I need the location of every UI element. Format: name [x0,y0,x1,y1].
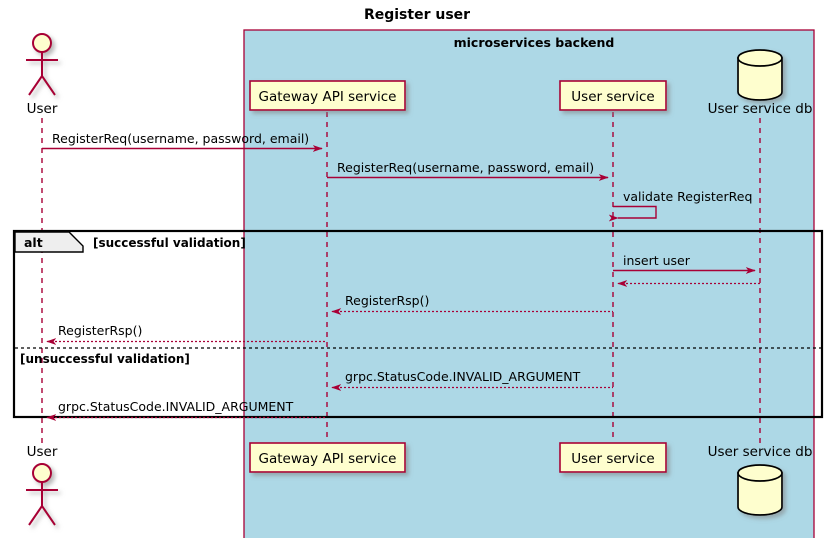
actor-user-top-label: User [27,101,58,117]
lifelines [41,112,761,447]
participant-user-service-bottom-label: User service [571,451,654,467]
message-label: grpc.StatusCode.INVALID_ARGUMENT [345,369,581,384]
database-cylinder-top-icon[interactable] [737,464,783,482]
actor-leg-left-icon [28,75,43,96]
actor-head-icon [32,463,52,483]
message-register-req-gateway-to-user-service: RegisterReq(username, password, email) [327,160,609,181]
actor-head-icon [32,33,52,53]
message-label: validate RegisterReq [623,189,752,204]
database-user-service-db-bottom[interactable] [737,464,783,516]
participant-user-service-bottom-box[interactable] [559,442,667,473]
fragment-alt-border [12,229,824,419]
message-invalid-argument-user-service-to-gateway: grpc.StatusCode.INVALID_ARGUMENT [331,369,613,391]
message-label: insert user [623,253,691,268]
fragment-operator-label: alt [24,235,43,250]
participant-gateway-bottom-label: Gateway API service [259,451,397,467]
message-insert-user: insert user [613,253,756,274]
actor-leg-right-icon [41,75,56,96]
actor-user-top [26,33,58,96]
participant-user-service-top[interactable]: User service [559,80,667,111]
fragment-guard-1-label: [successful validation] [93,236,246,250]
message-label: RegisterReq(username, password, email) [337,160,594,175]
participant-user-service-bottom[interactable]: User service [559,442,667,473]
message-label: grpc.StatusCode.INVALID_ARGUMENT [58,399,294,414]
database-cylinder-body-icon[interactable] [737,57,783,101]
message-register-rsp-user-service-to-gateway: RegisterRsp() [331,293,613,315]
message-validate-register-req-self: validate RegisterReq [608,189,752,222]
group-box-label: microservices backend [454,35,615,50]
actor-user-bottom [26,463,58,526]
database-cylinder-top-icon[interactable] [737,49,783,67]
participant-gateway-bottom[interactable]: Gateway API service [249,442,406,473]
message-label: RegisterRsp() [58,323,142,338]
message-self-arrow [608,205,657,222]
participant-gateway-top-box[interactable] [249,80,406,111]
message-label: RegisterReq(username, password, email) [52,131,309,146]
participant-user-service-top-box[interactable] [559,80,667,111]
page-title: Register user [364,7,470,23]
actor-user-bottom-label: User [27,444,58,460]
message-invalid-argument-gateway-to-user: grpc.StatusCode.INVALID_ARGUMENT [46,399,327,421]
fragment-guard-2-label: [unsuccessful validation] [20,352,190,366]
fragment-alt-tab [14,231,84,253]
message-register-rsp-gateway-to-user: RegisterRsp() [46,323,327,345]
actor-leg-right-icon [41,505,56,526]
fragment-alt: alt [successful validation] [unsuccessfu… [12,229,824,419]
message-register-req-user-to-gateway: RegisterReq(username, password, email) [42,131,323,152]
database-user-service-db-top[interactable] [737,49,783,101]
participant-user-service-top-label: User service [571,89,654,105]
message-label: RegisterRsp() [345,293,429,308]
database-user-service-db-bottom-label: User service db [708,444,813,460]
actor-leg-left-icon [28,505,43,526]
participant-gateway-top[interactable]: Gateway API service [249,80,406,111]
database-user-service-db-top-label: User service db [708,101,813,117]
participant-gateway-bottom-box[interactable] [249,442,406,473]
database-cylinder-body-icon[interactable] [737,472,783,516]
participant-gateway-top-label: Gateway API service [259,89,397,105]
